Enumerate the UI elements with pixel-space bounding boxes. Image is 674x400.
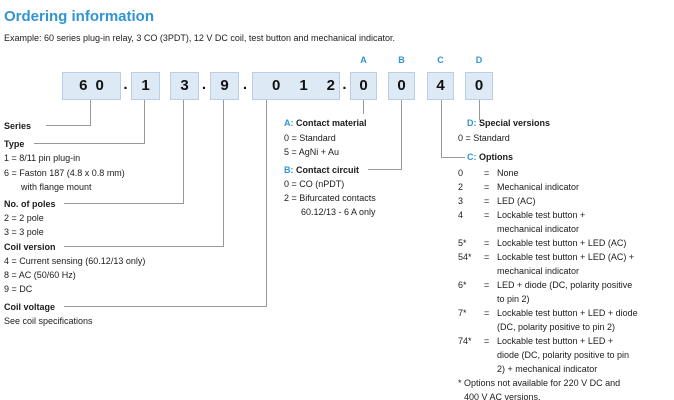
option-code: 54* (458, 252, 472, 262)
option-desc: LED + diode (DC, polarity positive to pi… (497, 280, 633, 304)
connector-series (46, 100, 91, 126)
connector-coil-voltage (64, 100, 267, 307)
option-equals: = (484, 168, 490, 178)
option-equals: = (484, 280, 490, 290)
type-option: 1 = 8/11 pin plug-in (4, 153, 81, 163)
option-code: 7* (458, 308, 467, 318)
part-segment-b: 0 (388, 72, 415, 100)
option-desc: Lockable test button + LED + diode (DC, … (497, 308, 638, 332)
coil-voltage-note: See coil specifications (4, 316, 93, 326)
option-equals: = (484, 252, 490, 262)
coil-version-option: 4 = Current sensing (60.12/13 only) (4, 256, 146, 266)
option-desc: LED (AC) (497, 196, 536, 206)
option-code: 5* (458, 238, 467, 248)
coil-voltage-heading: Coil voltage (4, 302, 56, 312)
poles-option: 2 = 2 pole (4, 213, 44, 223)
option-row: 3 = LED (AC) (458, 194, 672, 208)
option-equals: = (484, 196, 490, 206)
coil-version-option: 9 = DC (4, 284, 33, 294)
part-segment-a: 0 (350, 72, 377, 100)
option-row: 0 = None (458, 166, 672, 180)
part-segment-c: 4 (427, 72, 454, 100)
options-heading: C: Options (467, 152, 514, 162)
section-letter-a: A: (284, 118, 294, 128)
separator-dot: . (201, 76, 207, 93)
option-desc: Lockable test button + LED (AC) + mechan… (497, 252, 635, 276)
special-versions-heading: D: Special versions (467, 118, 551, 128)
connector-type (34, 100, 145, 144)
section-letter-b: B: (284, 165, 294, 175)
series-heading: Series (4, 121, 32, 131)
coil-version-heading: Coil version (4, 242, 56, 252)
options-list: 0 = None 2 = Mechanical indicator 3 = LE… (458, 166, 672, 400)
part-segment-coil-voltage: 012 (252, 72, 340, 100)
option-code: 2 (458, 182, 464, 192)
option-code: 4 (458, 210, 464, 220)
option-row: 5* = Lockable test button + LED (AC) (458, 236, 672, 250)
position-label-d: D (475, 55, 483, 65)
option-equals: = (484, 182, 490, 192)
option-row: 54* = Lockable test button + LED (AC) + … (458, 250, 672, 278)
option-code: 0 (458, 168, 464, 178)
poles-option: 3 = 3 pole (4, 227, 44, 237)
connector-poles (64, 100, 184, 204)
option-row: 2 = Mechanical indicator (458, 180, 672, 194)
option-row: 74* = Lockable test button + LED + diode… (458, 334, 672, 376)
separator-dot: . (242, 76, 248, 93)
contact-circuit-option-continuation: 60.12/13 - 6 A only (301, 207, 376, 217)
section-letter-d: D: (467, 118, 477, 128)
option-desc: Lockable test button + mechanical indica… (497, 210, 586, 234)
option-equals: = (484, 336, 490, 346)
part-segment-d: 0 (465, 72, 493, 100)
option-desc: Lockable test button + LED + diode (DC, … (497, 336, 630, 374)
coil-version-option: 8 = AC (50/60 Hz) (4, 270, 76, 280)
contact-circuit-option: 2 = Bifurcated contacts (284, 193, 376, 203)
contact-material-heading: A: Contact material (284, 118, 367, 128)
type-heading: Type (4, 139, 25, 149)
option-code: 3 (458, 196, 464, 206)
type-option: 6 = Faston 187 (4.8 x 0.8 mm) (4, 168, 125, 178)
position-label-b: B (398, 55, 405, 65)
options-footnote-continuation: 400 V AC versions. (464, 392, 541, 400)
poles-heading: No. of poles (4, 199, 56, 209)
contact-material-option: 0 = Standard (284, 133, 336, 143)
special-versions-option: 0 = Standard (458, 133, 510, 143)
option-desc: Lockable test button + LED (AC) (497, 238, 627, 248)
option-code: 74* (458, 336, 472, 346)
option-equals: = (484, 210, 490, 220)
page-title: Ordering information (4, 8, 154, 25)
option-equals: = (484, 308, 490, 318)
option-row: 7* = Lockable test button + LED + diode … (458, 306, 672, 334)
separator-dot: . (123, 76, 128, 93)
option-row: 6* = LED + diode (DC, polarity positive … (458, 278, 672, 306)
example-text: Example: 60 series plug-in relay, 3 CO (… (4, 33, 396, 43)
part-segment-poles: 3 (170, 72, 199, 100)
option-row: 4 = Lockable test button + mechanical in… (458, 208, 672, 236)
connector-c (441, 100, 465, 158)
option-desc: Mechanical indicator (497, 182, 580, 192)
connector-a (363, 100, 364, 114)
connector-d (479, 100, 480, 120)
separator-dot: . (342, 76, 347, 93)
options-footnote: * Options not available for 220 V DC and (458, 378, 621, 388)
type-option-continuation: with flange mount (21, 182, 92, 192)
part-segment-coil-version: 9 (210, 72, 239, 100)
contact-circuit-heading: B: Contact circuit (284, 165, 360, 175)
part-segment-type: 1 (131, 72, 160, 100)
connector-coil-version (64, 100, 224, 247)
section-letter-c: C: (467, 152, 477, 162)
option-code: 6* (458, 280, 467, 290)
connector-b (368, 100, 402, 170)
option-desc: None (497, 168, 519, 178)
contact-circuit-option: 0 = CO (nPDT) (284, 179, 345, 189)
contact-material-option: 5 = AgNi + Au (284, 147, 340, 157)
position-label-a: A (360, 55, 367, 65)
position-label-c: C (437, 55, 444, 65)
option-equals: = (484, 238, 490, 248)
part-segment-series: 60 (62, 72, 121, 100)
